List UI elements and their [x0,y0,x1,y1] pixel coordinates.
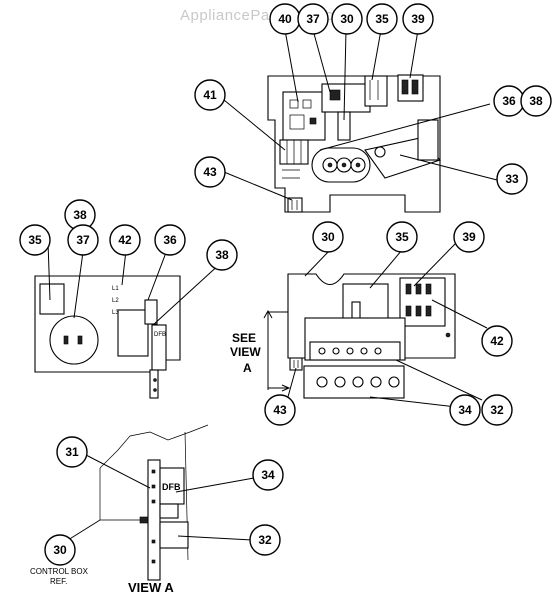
svg-text:34: 34 [458,403,472,417]
svg-text:41: 41 [203,88,217,102]
callout-32-right: 32 [481,394,513,426]
callout-30-top: 30 [331,3,363,35]
callout-43-right: 43 [264,394,296,426]
svg-text:L3: L3 [112,310,119,316]
svg-text:32: 32 [258,533,272,547]
callout-37-top: 37 [297,3,329,35]
svg-text:42: 42 [490,334,504,348]
callout-35-right: 35 [386,221,418,253]
top-leaders [223,29,498,201]
callout-39-right: 39 [453,221,485,253]
callout-31: 31 [56,436,88,468]
svg-text:40: 40 [278,12,292,26]
callout-30-right: 30 [312,221,344,253]
svg-text:34: 34 [261,468,275,482]
svg-text:42: 42 [118,233,132,247]
control-box-ref-label-2: REF. [50,577,67,586]
svg-text:L1: L1 [112,286,119,292]
see-view-label-1: SEE [232,331,256,345]
callout-36-top: 36 [493,85,525,117]
right-assembly [263,273,456,399]
svg-text:37: 37 [76,233,90,247]
right-leaders [285,243,488,409]
callout-33: 33 [496,163,528,195]
svg-text:36: 36 [163,233,177,247]
view-a-assembly: DFB [99,424,209,581]
svg-text:32: 32 [490,403,504,417]
callout-38-top: 38 [520,85,552,117]
callout-35-left: 35 [19,224,51,256]
callout-39-top: 39 [402,3,434,35]
callout-43-top: 43 [194,156,226,188]
svg-text:DFB: DFB [154,332,166,338]
view-a-caption: VIEW A [128,580,174,595]
svg-text:30: 30 [321,230,335,244]
svg-text:31: 31 [65,445,79,459]
see-view-label-2: VIEW [230,345,261,359]
callout-42-left: 42 [109,224,141,256]
callout-40: 40 [269,3,301,35]
callout-35-top: 35 [366,3,398,35]
callout-34-right: 34 [449,394,481,426]
callout-32-viewa: 32 [249,524,281,556]
svg-text:38: 38 [529,94,543,108]
callout-37-left: 37 [67,224,99,256]
top-assembly [267,74,441,213]
callout-38-left-b: 38 [206,239,238,271]
callout-34-viewa: 34 [252,459,284,491]
svg-text:L2: L2 [112,298,119,304]
svg-text:43: 43 [203,165,217,179]
see-view-label-3: A [243,361,252,375]
callout-38-left-a: 38 [64,199,96,231]
svg-text:43: 43 [273,403,287,417]
svg-text:DFB: DFB [162,482,181,492]
svg-text:33: 33 [505,172,519,186]
svg-text:38: 38 [215,248,229,262]
callout-42-right: 42 [481,325,513,357]
svg-text:30: 30 [340,12,354,26]
svg-text:35: 35 [395,230,409,244]
callout-41: 41 [194,79,226,111]
svg-text:39: 39 [462,230,476,244]
watermark-text: AppliancePartsPros.com [180,7,355,24]
svg-text:35: 35 [375,12,389,26]
svg-text:38: 38 [73,208,87,222]
svg-text:39: 39 [411,12,425,26]
svg-text:30: 30 [53,543,67,557]
control-box-ref-label-1: CONTROL BOX [30,567,89,576]
svg-text:37: 37 [306,12,320,26]
callout-30-viewa: 30 [44,534,76,566]
svg-text:36: 36 [502,94,516,108]
callout-36-left: 36 [154,224,186,256]
left-assembly: L1 L2 L3 DFB [34,275,181,399]
view-a-leaders [67,454,255,541]
svg-text:35: 35 [28,233,42,247]
